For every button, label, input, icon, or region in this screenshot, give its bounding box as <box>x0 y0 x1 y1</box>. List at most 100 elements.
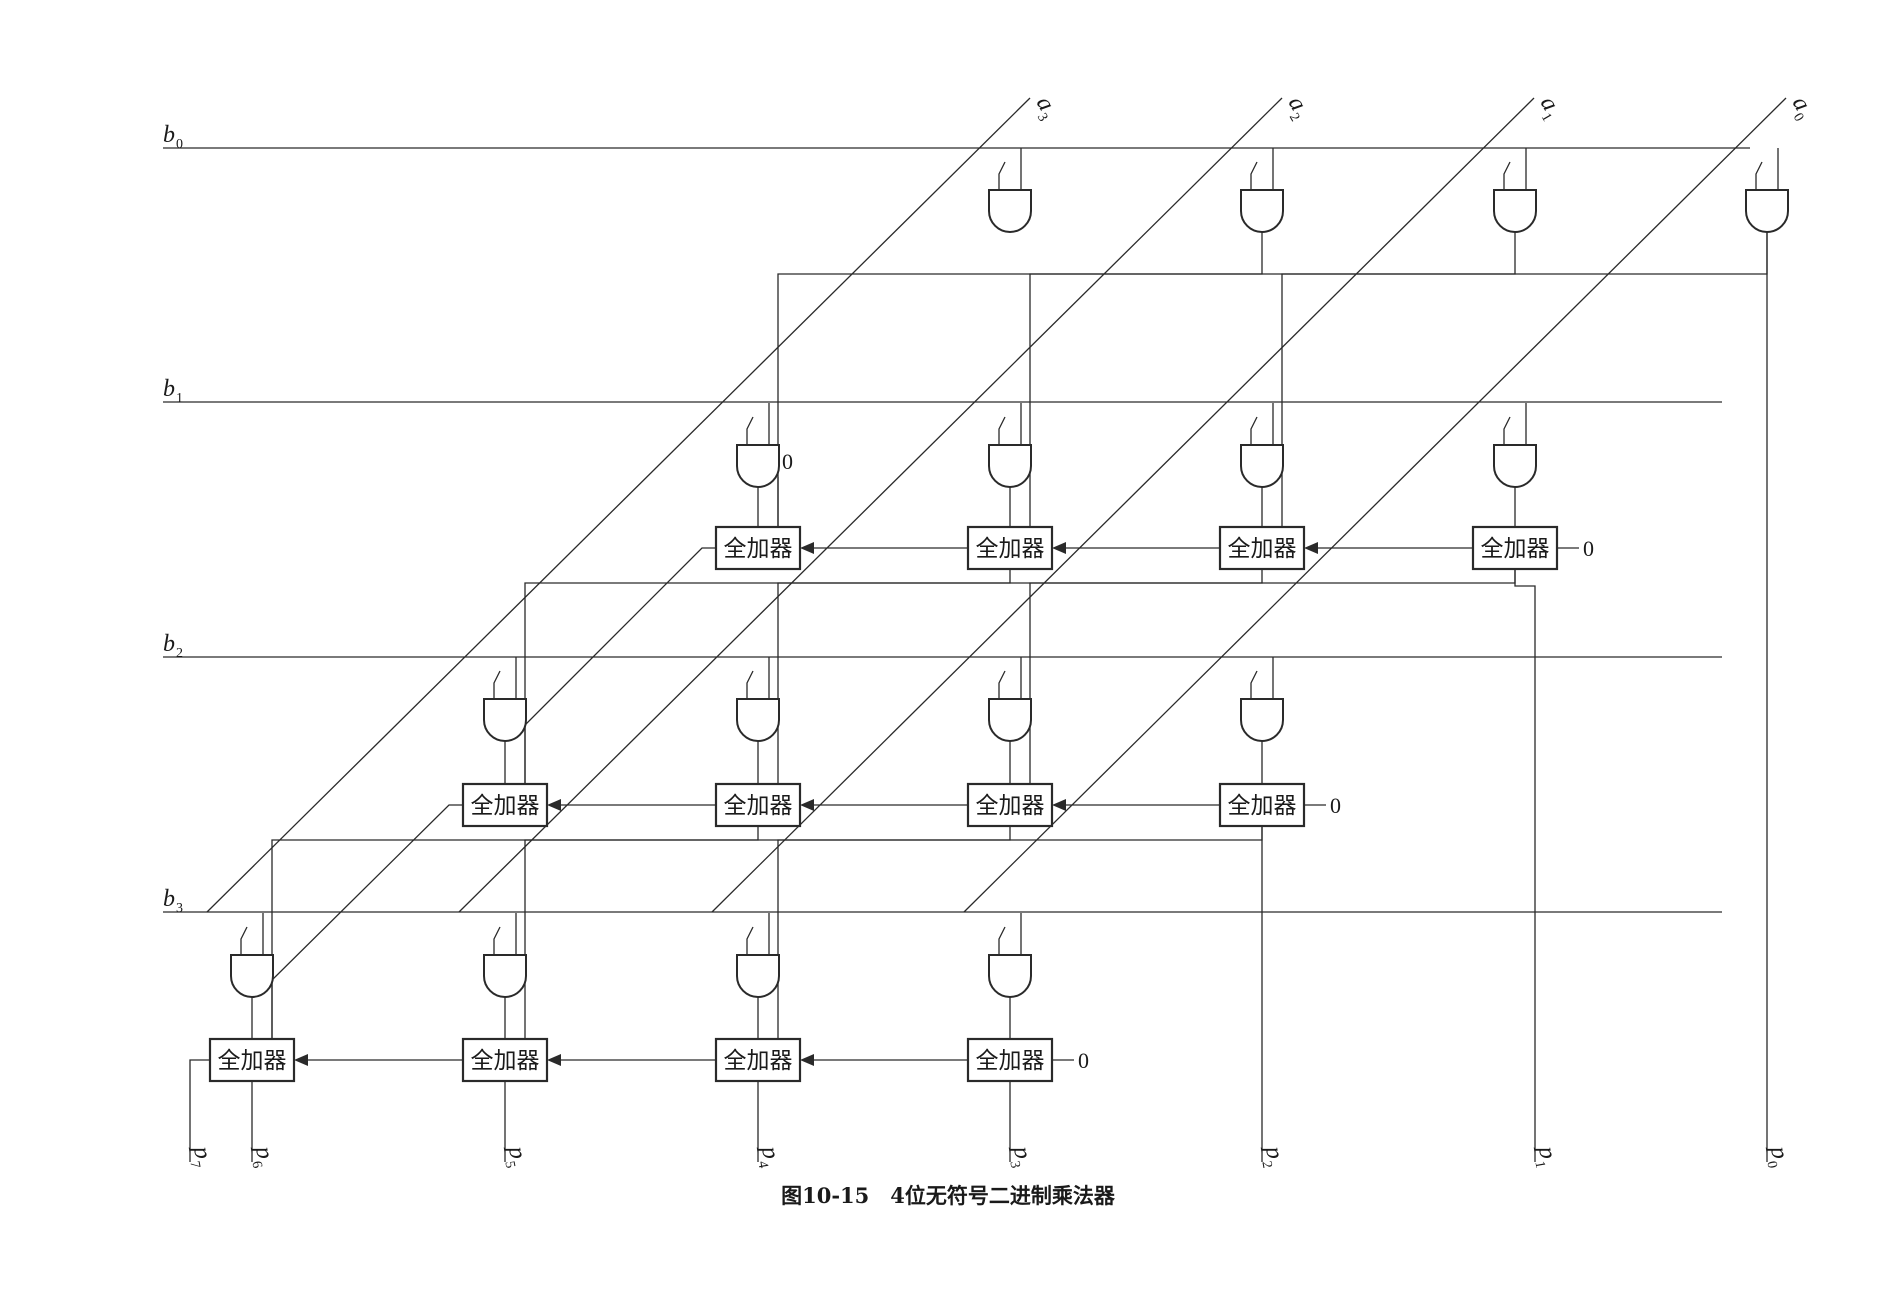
full-adder-r2-c0-label: 全加器 <box>471 793 540 819</box>
label-b3-letter: b <box>163 886 175 912</box>
label-p5: p5 <box>501 1143 530 1170</box>
and-gate-r2-c3-in-a <box>1250 670 1258 699</box>
and-gate-r0-c1 <box>1240 148 1284 233</box>
carry-arrow-r3-c1 <box>547 1054 561 1066</box>
sum-r0-c2 <box>1029 232 1516 527</box>
label-p6-letter: p <box>250 1143 278 1161</box>
figure-caption: 图10-15 4位无符号二进制乘法器 <box>781 1183 1116 1208</box>
label-p6: p6 <box>248 1143 278 1170</box>
label-b3-subscript: 3 <box>176 901 183 916</box>
carry-arrow-r1-c2 <box>1304 542 1318 554</box>
carry-out-r2 <box>271 804 463 1039</box>
sum-r2-c2 <box>524 826 1011 1039</box>
and-gate-r1-c0-body <box>736 444 780 488</box>
full-adder-r1-c3: 全加器 <box>1471 525 1559 571</box>
sum-r2-c1 <box>271 826 759 1039</box>
and-gate-r3-c3-in-a <box>998 926 1006 955</box>
full-adder-r3-c3-box <box>966 1037 1054 1083</box>
label-b1-subscript: 1 <box>176 391 183 406</box>
label-p2-subscript: 2 <box>1258 1160 1274 1169</box>
full-adder-r1-c2-box <box>1218 525 1306 571</box>
and-gate-r2-c2 <box>988 657 1032 742</box>
label-p0-letter: p <box>1765 1143 1793 1161</box>
and-gate-r1-c2-body <box>1240 444 1284 488</box>
label-p0-subscript: 0 <box>1763 1160 1779 1169</box>
and-gate-r2-c2-in-a <box>998 670 1006 699</box>
full-adder-r2-c1-box <box>714 782 802 828</box>
label-b2-subscript: 2 <box>176 646 183 661</box>
and-gate-r3-c2-body <box>736 954 780 998</box>
full-adder-r1-c2: 全加器 <box>1218 525 1306 571</box>
sum-r1-c1 <box>524 569 1011 784</box>
full-adder-r1-c1-label: 全加器 <box>976 536 1045 562</box>
full-adder-r3-c0-label: 全加器 <box>218 1048 287 1074</box>
full-adder-r3-c0: 全加器 <box>208 1037 296 1083</box>
full-adder-r2-c3-label: 全加器 <box>1228 793 1297 819</box>
and-gate-r0-c2-body <box>1493 189 1537 233</box>
sum-r1-c2 <box>777 569 1263 784</box>
full-adder-r3-c0-box <box>208 1037 296 1083</box>
label-b0-letter: b <box>163 122 175 148</box>
carry-in-zero-r1: 0 <box>1583 536 1594 561</box>
sum-r0-c1 <box>777 232 1263 527</box>
label-p5-subscript: 5 <box>501 1160 517 1169</box>
label-b1-letter: b <box>163 376 175 402</box>
label-p3: p3 <box>1006 1143 1036 1170</box>
label-p3-subscript: 3 <box>1006 1160 1022 1169</box>
diag-a2 <box>458 97 1283 913</box>
full-adder-r2-c3-box <box>1218 782 1306 828</box>
full-adder-r1-c3-label: 全加器 <box>1481 536 1550 562</box>
and-gate-r2-c0-body <box>483 698 527 742</box>
label-a2: a2 <box>1283 92 1312 124</box>
and-gate-r1-c3-body <box>1493 444 1537 488</box>
and-gate-r3-c2-in-a <box>746 926 754 955</box>
carry-in-zero-r2: 0 <box>1330 793 1341 818</box>
full-adders: 全加器全加器全加器全加器全加器全加器全加器全加器全加器全加器全加器全加器 <box>208 525 1559 1083</box>
full-adder-r1-c0: 全加器 <box>714 525 802 571</box>
full-adder-r2-c0: 全加器 <box>461 782 549 828</box>
and-gate-r3-c1-body <box>483 954 527 998</box>
label-p7-letter: p <box>188 1143 216 1161</box>
carry-arrow-r3-c0 <box>294 1054 308 1066</box>
label-p2-letter: p <box>1260 1143 1288 1161</box>
full-adder-r3-c3: 全加器 <box>966 1037 1054 1083</box>
sum-r2-c3 <box>777 826 1263 1039</box>
and-gate-r0-c3 <box>1745 148 1789 233</box>
full-adder-r2-c1: 全加器 <box>714 782 802 828</box>
label-p4: p4 <box>754 1143 784 1170</box>
and-gate-r2-c1-in-a <box>746 670 754 699</box>
and-gate-r2-c2-body <box>988 698 1032 742</box>
label-p4-letter: p <box>756 1143 784 1161</box>
label-p3-letter: p <box>1008 1143 1036 1161</box>
carry-arrow-r2-c0 <box>547 799 561 811</box>
diag-a1 <box>711 97 1535 913</box>
and-gate-r1-c1-in-a <box>998 416 1006 445</box>
full-adder-r1-c3-box <box>1471 525 1559 571</box>
and-gate-r3-c3 <box>988 913 1032 998</box>
label-a0: a0 <box>1787 92 1816 124</box>
full-adder-r2-c1-label: 全加器 <box>724 793 793 819</box>
and-gates <box>230 148 1789 998</box>
and-gate-r1-c1-body <box>988 444 1032 488</box>
label-p1: p1 <box>1531 1143 1560 1170</box>
label-a1: a1 <box>1535 92 1564 124</box>
and-gate-r2-c1-body <box>736 698 780 742</box>
full-adder-r3-c2-label: 全加器 <box>724 1048 793 1074</box>
and-gate-r2-c1 <box>736 657 780 742</box>
and-gate-r0-c1-in-a <box>1250 161 1258 190</box>
label-p4-subscript: 4 <box>754 1160 770 1169</box>
full-adder-r1-c1: 全加器 <box>966 525 1054 571</box>
and-gate-r3-c0 <box>230 913 274 998</box>
and-gate-r3-c2 <box>736 913 780 998</box>
zero-top-r1: 0 <box>782 449 793 474</box>
full-adder-r1-c2-label: 全加器 <box>1228 536 1297 562</box>
and-gate-r0-c0-body <box>988 189 1032 233</box>
and-gate-r3-c3-body <box>988 954 1032 998</box>
label-a3: a3 <box>1031 92 1060 124</box>
and-gate-r0-c0-in-a <box>998 161 1006 190</box>
label-b0-subscript: 0 <box>176 137 183 152</box>
